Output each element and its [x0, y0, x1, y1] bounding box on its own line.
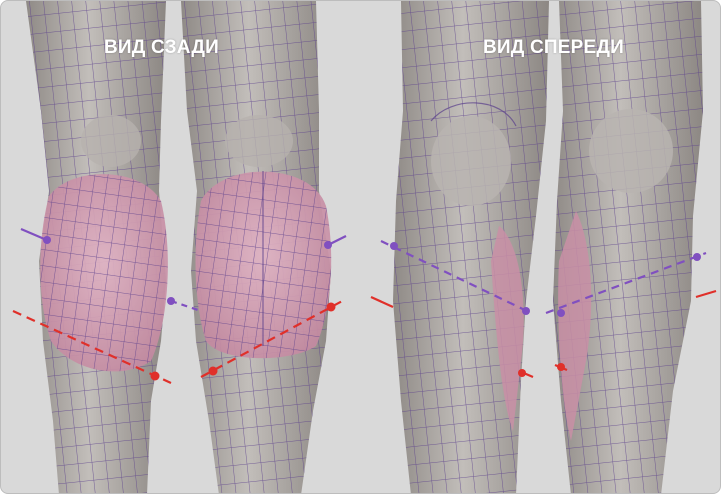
front-view-label: ВИД СПЕРЕДИ — [483, 37, 624, 59]
front-right-leg — [553, 1, 703, 494]
front-left-leg — [393, 1, 549, 494]
back-left-leg — [26, 1, 168, 494]
back-right-leg — [181, 1, 331, 494]
back-view-label: ВИД СЗАДИ — [104, 37, 219, 59]
